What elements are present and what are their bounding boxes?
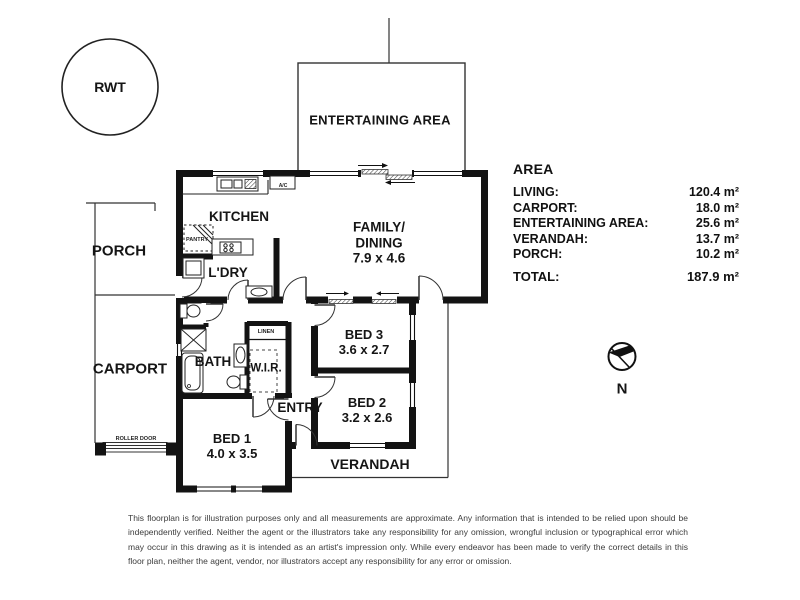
room-label-carport: CARPORT <box>92 360 168 378</box>
legend-label: ENTERTAINING AREA: <box>513 216 649 231</box>
cooktop <box>211 238 254 256</box>
legend-label: PORCH: <box>513 247 563 262</box>
bed2-dims: 3.2 x 2.6 <box>341 410 393 425</box>
bathtub <box>181 352 204 394</box>
room-label-ldry: L'DRY <box>208 265 248 281</box>
legend-value: 13.7 m² <box>695 231 739 246</box>
legend-row-verandah: VERANDAH: 13.7 m² <box>513 232 739 248</box>
room-label-bath: BATH <box>194 354 232 370</box>
bed3-dims: 3.6 x 2.7 <box>338 342 390 357</box>
legend-label: LIVING: <box>513 185 559 199</box>
room-label-family: FAMILY/ DINING 7.9 x 4.6 <box>353 220 406 267</box>
legend-label: CARPORT: <box>513 200 578 215</box>
door-hall-family <box>282 276 307 301</box>
sliding-door-main <box>358 163 415 185</box>
legend-total-value: 187.9 m² <box>686 268 739 284</box>
door-bed3 <box>314 304 336 326</box>
legend-total-label: TOTAL: <box>513 268 560 284</box>
door-wir <box>252 395 275 418</box>
door-wc <box>205 303 224 322</box>
vanity-basin <box>233 343 248 368</box>
door-bed2 <box>314 376 336 398</box>
room-label-bed2: BED 2 3.2 x 2.6 <box>341 395 393 426</box>
bed1-dims: 4.0 x 3.5 <box>206 446 258 461</box>
family-dims: 7.9 x 4.6 <box>352 250 406 266</box>
legend-title: AREA <box>513 161 554 177</box>
roller-door <box>95 442 179 456</box>
rwt-label: RWT <box>94 78 126 95</box>
windows <box>176 170 462 492</box>
bed2-name: BED 2 <box>347 395 387 411</box>
rwt-tank <box>61 38 159 136</box>
legend-value: 120.4 m² <box>688 185 739 199</box>
door-family-verandah <box>418 275 444 301</box>
ac-unit <box>269 175 296 190</box>
porch-outline <box>94 203 176 443</box>
legend-value: 10.2 m² <box>695 247 739 262</box>
room-label-kitchen: KITCHEN <box>209 209 269 225</box>
room-label-porch: PORCH <box>91 242 147 260</box>
bed1-name: BED 1 <box>212 431 252 447</box>
pantry-shelves <box>183 224 214 252</box>
legend-row-porch: PORCH: 10.2 m² <box>513 247 739 263</box>
linen-label: LINEN <box>257 328 275 335</box>
door-bed1 <box>267 398 289 421</box>
bath-toilet <box>226 374 248 390</box>
shower <box>180 328 207 352</box>
north-compass <box>607 342 637 371</box>
room-label-entry: ENTRY <box>277 400 323 416</box>
door-ldry-porch <box>181 276 203 298</box>
area-legend: AREA LIVING: 120.4 m² CARPORT: 18.0 m² E… <box>513 161 739 284</box>
verandah-outline <box>292 303 449 479</box>
sliding-window-bed3-left <box>326 291 354 304</box>
family-line2: DINING <box>355 235 403 251</box>
ac-label: A/C <box>278 182 288 189</box>
door-entry-front <box>295 424 318 446</box>
bathroom-fixtures <box>180 328 248 394</box>
legend-label: VERANDAH: <box>513 231 588 246</box>
bed3-name: BED 3 <box>344 327 384 343</box>
pantry-label: PANTRY <box>186 236 208 243</box>
room-label-bed3: BED 3 3.6 x 2.7 <box>338 327 390 358</box>
legend-value: 25.6 m² <box>695 216 739 231</box>
legend-row-carport: CARPORT: 18.0 m² <box>513 201 739 217</box>
legend-row-entertaining: ENTERTAINING AREA: 25.6 m² <box>513 216 739 232</box>
laundry-fixtures <box>182 257 273 299</box>
room-label-wir: W.I.R. <box>250 362 282 375</box>
sliding-window-bed3-right <box>371 291 399 304</box>
wc-toilet <box>179 303 201 319</box>
family-line1: FAMILY/ <box>352 219 406 235</box>
room-label-bed1: BED 1 4.0 x 3.5 <box>206 431 258 462</box>
roller-door-label: ROLLER DOOR <box>115 435 157 442</box>
disclaimer-text: This floorplan is for illustration purpo… <box>128 513 688 567</box>
wir-robe <box>249 349 278 393</box>
room-label-verandah: VERANDAH <box>330 455 410 472</box>
site-boundary-lines <box>86 18 390 211</box>
room-label-entertaining: ENTERTAINING AREA <box>309 112 451 128</box>
legend-row-total: TOTAL: 187.9 m² <box>513 269 739 284</box>
north-label: N <box>616 380 628 398</box>
legend-row-living: LIVING: 120.4 m² <box>513 185 739 201</box>
kitchen-fixtures <box>182 175 296 256</box>
legend-value: 18.0 m² <box>695 200 739 215</box>
